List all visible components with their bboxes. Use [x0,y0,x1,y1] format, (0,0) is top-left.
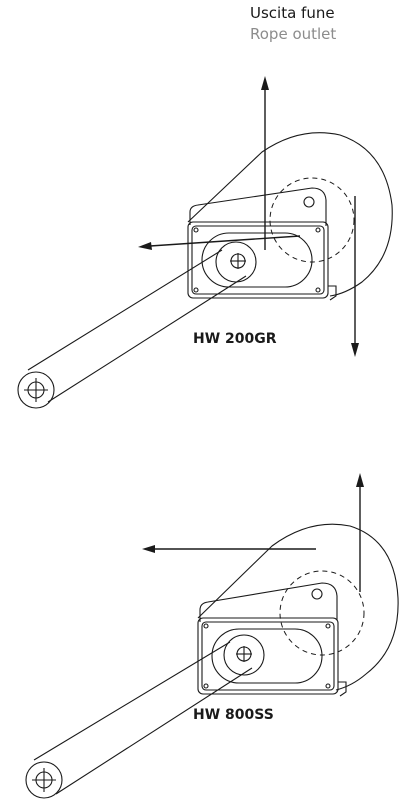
winch-1-crank-arm [27,249,247,403]
winch-1-outlet-arrow-down [351,196,359,357]
winch-1-drum-hidden-circle [269,177,355,263]
winch-2-drum-hidden-circle [279,570,365,656]
winch-2-drum-housing [197,523,399,691]
rope-outlet-label-english: Rope outlet [250,25,337,43]
rope-outlet-label-italian: Uscita fune [250,4,335,22]
winch-2-handle-knob [25,761,63,799]
winch-1-side-plate [189,187,327,226]
winch-1-gearbox [187,221,329,299]
winch-1-outlet-arrow-up [261,76,269,250]
winch-2-outlet-arrow-left [142,545,316,553]
winch-2-hub [223,634,265,676]
winch-1-drawing [17,76,393,409]
winch-2-crank-arm [33,641,253,795]
winch-2-outlet-arrow-up [356,473,364,592]
winch-2-drawing [25,473,399,799]
winch-1-outlet-arrow-left [138,235,301,250]
winch-2-side-plate [199,582,338,622]
winch-1-handle-knob [17,371,55,409]
winch-2-gearbox [197,617,339,695]
winch-1-hub [215,241,257,283]
winch-1-drum-housing [187,132,393,297]
winch-2-model-label: HW 800SS [193,707,274,723]
winch-1-model-label: HW 200GR [193,331,277,347]
